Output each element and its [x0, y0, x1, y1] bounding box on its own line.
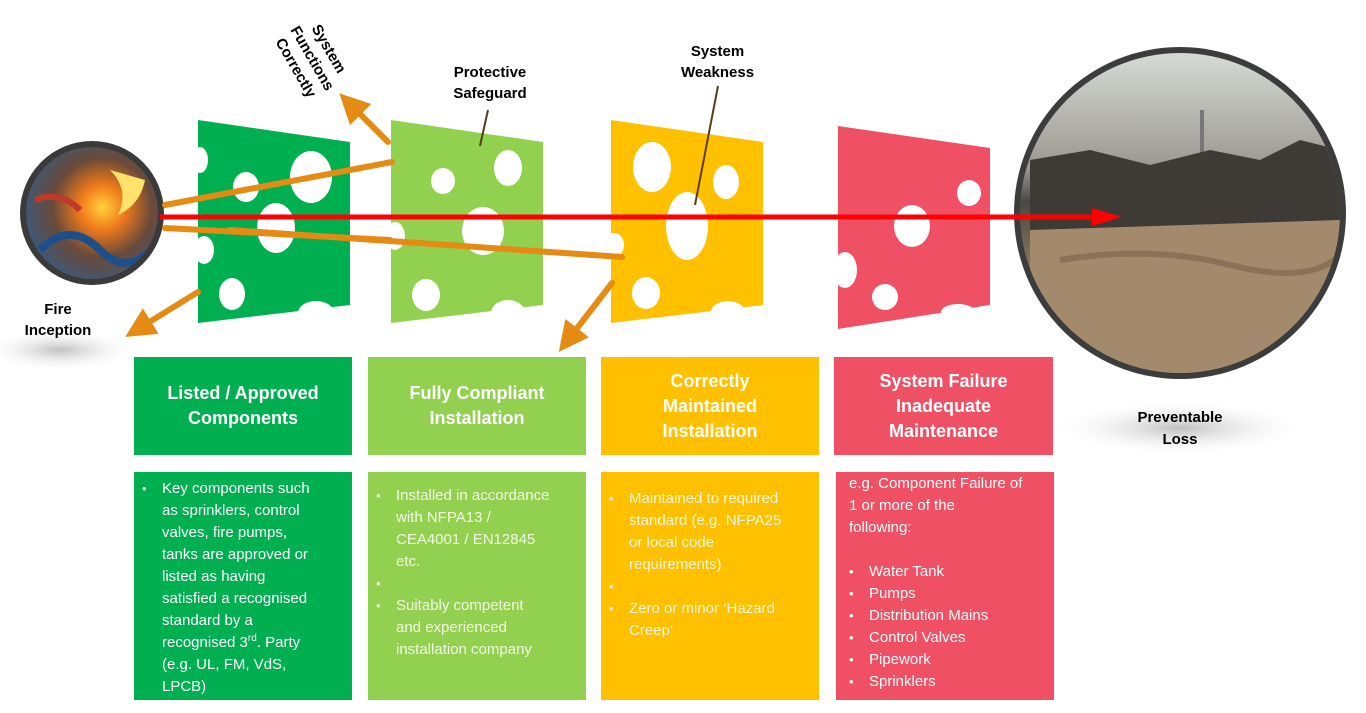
- label-line: Loss: [1162, 431, 1198, 448]
- heading-compliant-installation: Fully Compliant Installation: [368, 357, 586, 455]
- text-run: . Party: [256, 634, 301, 651]
- loss-shadow: [1050, 400, 1310, 456]
- slice-maintained-installation: [604, 120, 763, 323]
- bullet-line: and experienced: [396, 619, 507, 636]
- intro-line: following:: [849, 519, 912, 536]
- superscript: rd: [247, 633, 257, 644]
- component-item: Pumps: [849, 583, 1048, 605]
- heading-maintained-installation: Correctly Maintained Installation: [601, 357, 819, 455]
- label-preventable-loss: Preventable Loss: [1115, 407, 1245, 451]
- spacer: [609, 576, 813, 598]
- heading-line: Correctly: [670, 370, 750, 391]
- bullet-line: standard (e.g. NFPA25: [629, 512, 782, 529]
- label-system-weakness: System Weakness: [655, 41, 780, 83]
- bullet-line: satisfied a recognised: [162, 590, 308, 607]
- intro-line: 1 or more of the: [849, 497, 955, 514]
- body-compliant-installation: Installed in accordance with NFPA13 / CE…: [368, 472, 586, 700]
- bullet-list: Installed in accordance with NFPA13 / CE…: [368, 485, 580, 661]
- fire-inception-icon: [20, 141, 164, 285]
- bullet-line: CEA4001 / EN12845: [396, 531, 536, 548]
- bullet-list: Key components such as sprinklers, contr…: [134, 478, 346, 698]
- component-item: Water Tank: [849, 561, 1048, 583]
- failure-intro: e.g. Component Failure of 1 or more of t…: [849, 473, 1048, 539]
- heading-line: System Failure: [879, 370, 1008, 391]
- bullet-item: Zero or minor ‘Hazard Creep’: [609, 598, 813, 642]
- text-run: recognised 3: [162, 634, 248, 651]
- bullet-line: LPCB): [162, 678, 207, 695]
- label-line: Fire: [44, 301, 72, 318]
- bullet-line: (e.g. UL, FM, VdS,: [162, 656, 287, 673]
- slice-system-failure: [833, 126, 990, 329]
- bullet-line: Suitably competent: [396, 597, 524, 614]
- bullet-line: Key components such: [162, 480, 310, 497]
- heading-line: Listed / Approved: [167, 383, 319, 403]
- bullet-line: with NFPA13 /: [396, 509, 491, 526]
- bullet-item: Key components such as sprinklers, contr…: [142, 478, 346, 698]
- body-system-failure: e.g. Component Failure of 1 or more of t…: [836, 472, 1054, 700]
- component-item: Pipework: [849, 649, 1048, 671]
- bullet-line: installation company: [396, 641, 532, 658]
- intro-line: e.g. Component Failure of: [849, 475, 1023, 492]
- label-line: Weakness: [680, 64, 755, 81]
- fire-shadow: [0, 328, 140, 372]
- body-maintained-installation: Maintained to required standard (e.g. NF…: [601, 472, 819, 700]
- label-fire-inception: Fire Inception: [8, 299, 108, 341]
- preventable-loss-icon: [1014, 47, 1346, 379]
- bullet-list: Maintained to required standard (e.g. NF…: [601, 488, 813, 642]
- deflected-hazard-arrows: [125, 93, 625, 352]
- bullet-item: Installed in accordance with NFPA13 / CE…: [376, 485, 580, 573]
- spacer: [849, 539, 1048, 561]
- hazard-trajectory: [160, 208, 1122, 226]
- heading-line: Fully Compliant: [409, 383, 545, 403]
- label-line: Preventable: [1137, 409, 1223, 426]
- bullet-line: tanks are approved or: [162, 546, 308, 563]
- heading-line: Maintenance: [888, 420, 999, 441]
- bullet-line: Creep’: [629, 622, 674, 639]
- bullet-line: etc.: [396, 553, 421, 570]
- heading-line: Maintained: [662, 395, 757, 416]
- bullet-item: Maintained to required standard (e.g. NF…: [609, 488, 813, 576]
- bullet-line: Installed in accordance: [396, 487, 550, 504]
- bullet-line: Maintained to required: [629, 490, 779, 507]
- bullet-line: listed as having: [162, 568, 266, 585]
- bullet-item: Suitably competent and experienced insta…: [376, 595, 580, 661]
- bullet-line: recognised 3rd. Party: [162, 632, 346, 654]
- bullet-line: requirements): [629, 556, 722, 573]
- weakness-pointer: [694, 85, 719, 206]
- heading-listed-components: Listed / Approved Components: [134, 357, 352, 455]
- bullet-line: as sprinklers, control: [162, 502, 300, 519]
- safeguard-pointer: [479, 109, 489, 147]
- bullet-line: valves, fire pumps,: [162, 524, 288, 541]
- bullet-line: standard by a: [162, 612, 253, 629]
- heading-line: Components: [187, 408, 298, 428]
- component-item: Control Valves: [849, 627, 1048, 649]
- body-listed-components: Key components such as sprinklers, contr…: [134, 472, 352, 700]
- label-line: Safeguard: [453, 85, 527, 102]
- label-line: Inception: [24, 322, 92, 339]
- component-item: Distribution Mains: [849, 605, 1048, 627]
- heading-system-failure: System Failure Inadequate Maintenance: [834, 357, 1053, 455]
- bullet-line: Zero or minor ‘Hazard: [629, 600, 775, 617]
- heading-line: Installation: [429, 408, 525, 428]
- label-line: System: [690, 43, 745, 60]
- heading-line: Installation: [662, 420, 758, 441]
- component-list: Water Tank Pumps Distribution Mains Cont…: [849, 561, 1048, 693]
- component-item: Sprinklers: [849, 671, 1048, 693]
- heading-line: Inadequate: [895, 395, 992, 416]
- bullet-line: or local code: [629, 534, 715, 551]
- label-protective-safeguard: Protective Safeguard: [425, 62, 555, 104]
- slice-compliant-installation: [385, 120, 543, 326]
- spacer: [376, 573, 580, 595]
- slice-listed-components: [192, 120, 350, 325]
- label-line: Protective: [453, 64, 527, 81]
